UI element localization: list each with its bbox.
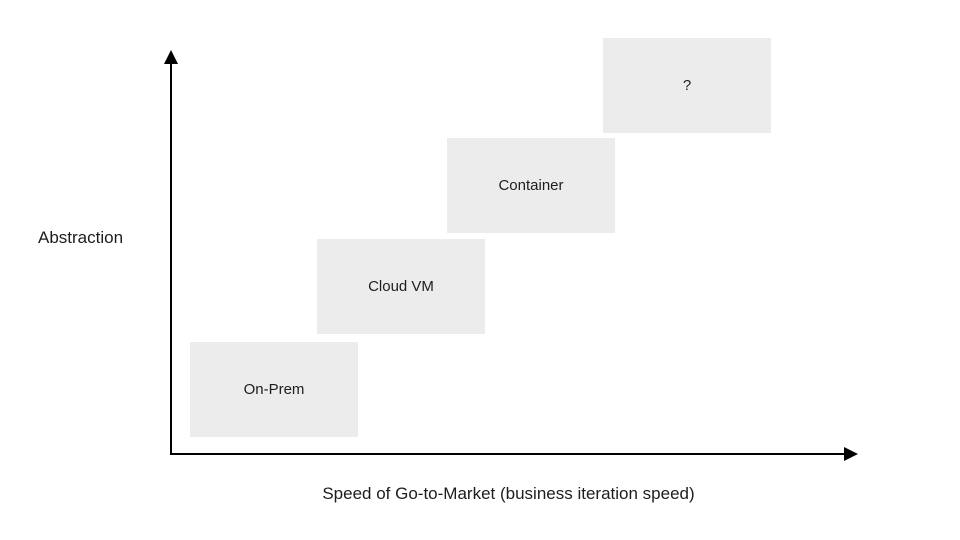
- node-cloud-vm: Cloud VM: [317, 239, 485, 334]
- y-axis-line: [170, 60, 172, 455]
- node-question-mark: ?: [603, 38, 771, 133]
- x-axis-label: Speed of Go-to-Market (business iteratio…: [322, 484, 695, 503]
- x-axis-arrowhead-icon: [844, 447, 858, 461]
- node-container: Container: [447, 138, 615, 233]
- y-axis-label: Abstraction: [38, 228, 124, 247]
- node-on-prem: On-Prem: [190, 342, 358, 437]
- x-axis-line: [170, 453, 845, 455]
- y-axis-arrowhead-icon: [164, 50, 178, 64]
